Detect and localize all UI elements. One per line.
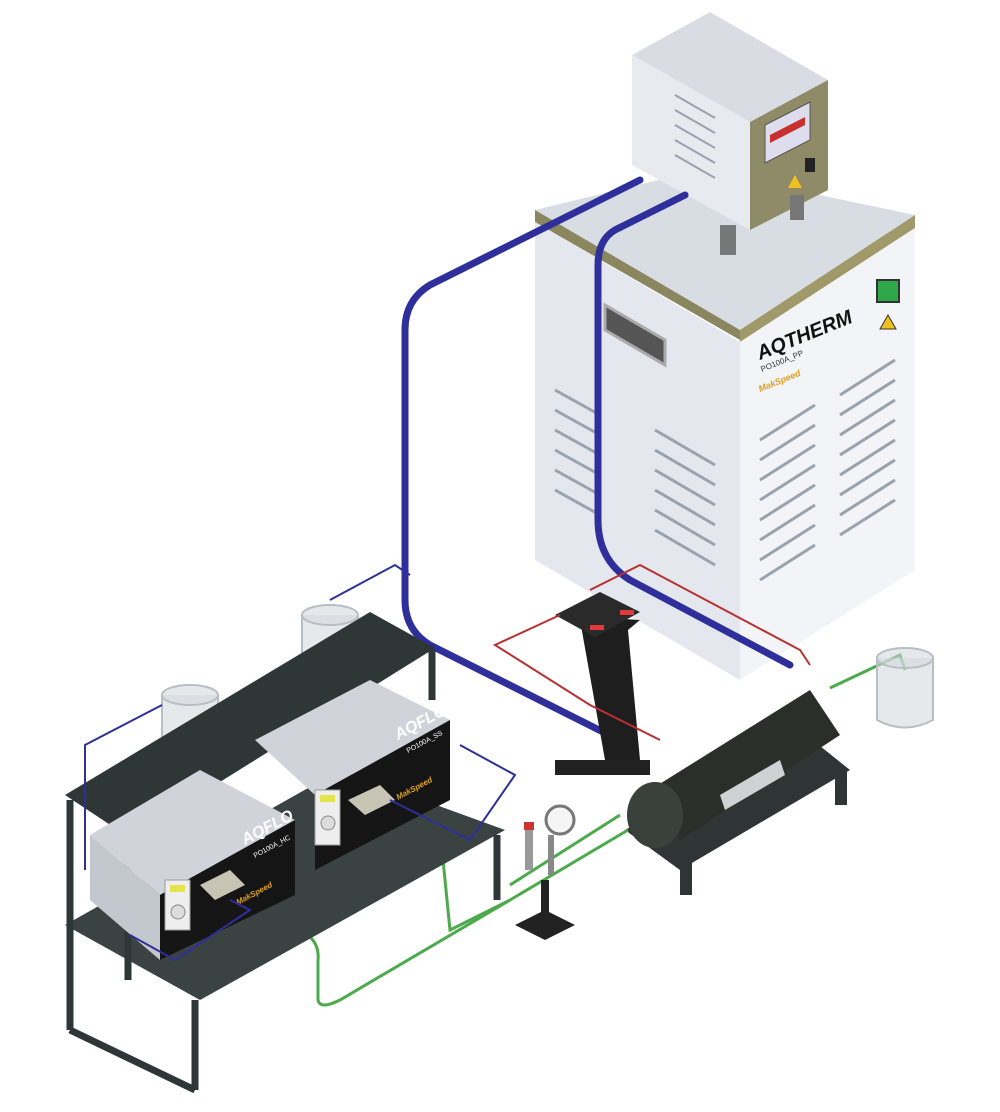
bath-trim-right (740, 215, 915, 342)
controller-box (555, 592, 640, 637)
heater-end-cap (627, 782, 683, 848)
pump-tubing (84, 563, 517, 962)
valve-handle[interactable] (524, 822, 534, 830)
wire (589, 563, 811, 666)
pump-left-knob[interactable] (170, 904, 186, 920)
pump-left-display (170, 885, 185, 892)
coolant-tubes (401, 176, 794, 742)
valve[interactable] (525, 830, 533, 870)
controller-top (632, 12, 828, 122)
bath-vents (554, 358, 896, 582)
bench-upper-shelf (65, 612, 435, 838)
wire (492, 614, 661, 741)
pump-right-knob[interactable] (320, 815, 336, 831)
pump-right-head (348, 785, 395, 815)
controller-pipe (790, 195, 804, 220)
controller-vents (674, 94, 716, 179)
temperature-controller-stand (492, 563, 811, 775)
heater-nameplate (720, 760, 785, 810)
bath-side (740, 228, 915, 680)
controller-front (632, 55, 750, 230)
controller-pipe (720, 225, 736, 255)
pump-left-head (200, 870, 245, 900)
bath-trim-left (535, 210, 740, 340)
pressure-gauge-assembly (515, 804, 576, 940)
power-switch[interactable] (876, 279, 900, 303)
controller-readout (770, 117, 805, 143)
bath-front (535, 222, 740, 680)
stand-frame (560, 615, 640, 760)
controller-led (620, 610, 634, 615)
thermostat-bath: AQTHERM PO100A_PP MakSpeed (535, 170, 915, 680)
beaker (876, 658, 934, 729)
pressure-gauge (544, 804, 576, 836)
controller-button[interactable] (805, 158, 815, 172)
heater-body (650, 690, 840, 840)
pump-left: AQFLO PO100A_HC MakSpeed (90, 770, 297, 960)
thermostat-controller (632, 12, 828, 255)
heater (625, 690, 850, 895)
stand-base (555, 760, 650, 775)
controller-led (590, 625, 604, 630)
bench-legs (66, 650, 501, 1094)
warning-icon (879, 313, 897, 330)
pump-right: AQFLO PO100A_SS MakSpeed (255, 680, 450, 870)
controller-warning-icon (788, 175, 802, 188)
bath-handle (603, 302, 667, 368)
pump-right-display (320, 795, 335, 802)
